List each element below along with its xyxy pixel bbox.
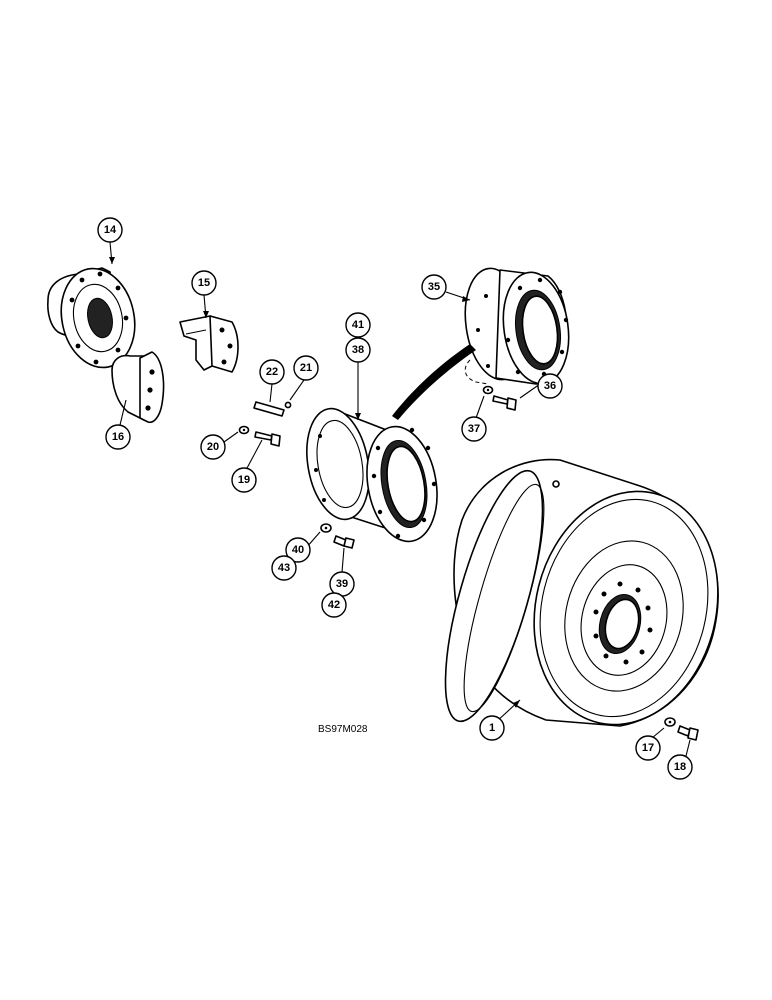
callout-35: 35	[421, 274, 447, 300]
svg-text:18: 18	[674, 761, 686, 773]
adapter-ring-part	[464, 267, 570, 385]
callout-17: 17	[635, 735, 661, 761]
spacer-tube-part	[306, 407, 438, 543]
callout-36: 36	[537, 373, 563, 399]
callout-1: 1	[479, 715, 505, 741]
svg-text:16: 16	[112, 431, 124, 443]
svg-text:43: 43	[278, 562, 290, 574]
svg-text:35: 35	[428, 281, 440, 293]
callout-40: 40	[285, 537, 311, 563]
svg-text:14: 14	[104, 224, 117, 236]
pin-part	[253, 401, 285, 417]
callout-43: 43	[271, 555, 297, 581]
spindle-part	[111, 351, 165, 424]
leader-lines	[109, 241, 691, 757]
hub-flange-part	[47, 267, 136, 369]
svg-text:40: 40	[292, 544, 304, 556]
dashed-leader	[464, 359, 489, 385]
callout-42: 42	[321, 592, 347, 618]
svg-text:21: 21	[300, 362, 312, 374]
washer-part-37	[482, 385, 494, 395]
assembly-arrow	[392, 344, 476, 420]
clip-part	[284, 401, 292, 409]
callout-38: 38	[345, 337, 371, 363]
bolt-part-39	[333, 535, 355, 549]
callout-41: 41	[345, 312, 371, 338]
svg-text:20: 20	[207, 441, 219, 453]
callout-14: 14	[97, 217, 123, 243]
wheel-rim-part	[444, 458, 719, 727]
svg-text:42: 42	[328, 599, 340, 611]
svg-text:41: 41	[352, 319, 364, 331]
bolt-part-18	[677, 725, 699, 741]
bolt-part-36	[492, 395, 517, 411]
svg-text:38: 38	[352, 344, 364, 356]
svg-text:15: 15	[198, 277, 210, 289]
callout-16: 16	[105, 424, 131, 450]
callout-19: 19	[231, 467, 257, 493]
callout-18: 18	[667, 754, 693, 780]
washer-part-20	[238, 425, 250, 435]
spacer-block-part	[179, 315, 239, 373]
callout-21: 21	[293, 355, 319, 381]
svg-text:39: 39	[336, 578, 348, 590]
drawing-reference: BS97M028	[318, 724, 368, 735]
bolt-part-19	[254, 431, 281, 447]
svg-text:22: 22	[266, 366, 278, 378]
callout-20: 20	[200, 434, 226, 460]
washer-part-17	[664, 717, 676, 727]
svg-text:17: 17	[642, 742, 654, 754]
callout-22: 22	[259, 359, 285, 385]
callout-15: 15	[191, 270, 217, 296]
washer-part-40	[320, 523, 332, 533]
svg-text:1: 1	[489, 722, 495, 734]
svg-text:19: 19	[238, 474, 250, 486]
callout-37: 37	[461, 416, 487, 442]
callout-39: 39	[329, 571, 355, 597]
svg-text:37: 37	[468, 423, 480, 435]
svg-text:36: 36	[544, 380, 556, 392]
